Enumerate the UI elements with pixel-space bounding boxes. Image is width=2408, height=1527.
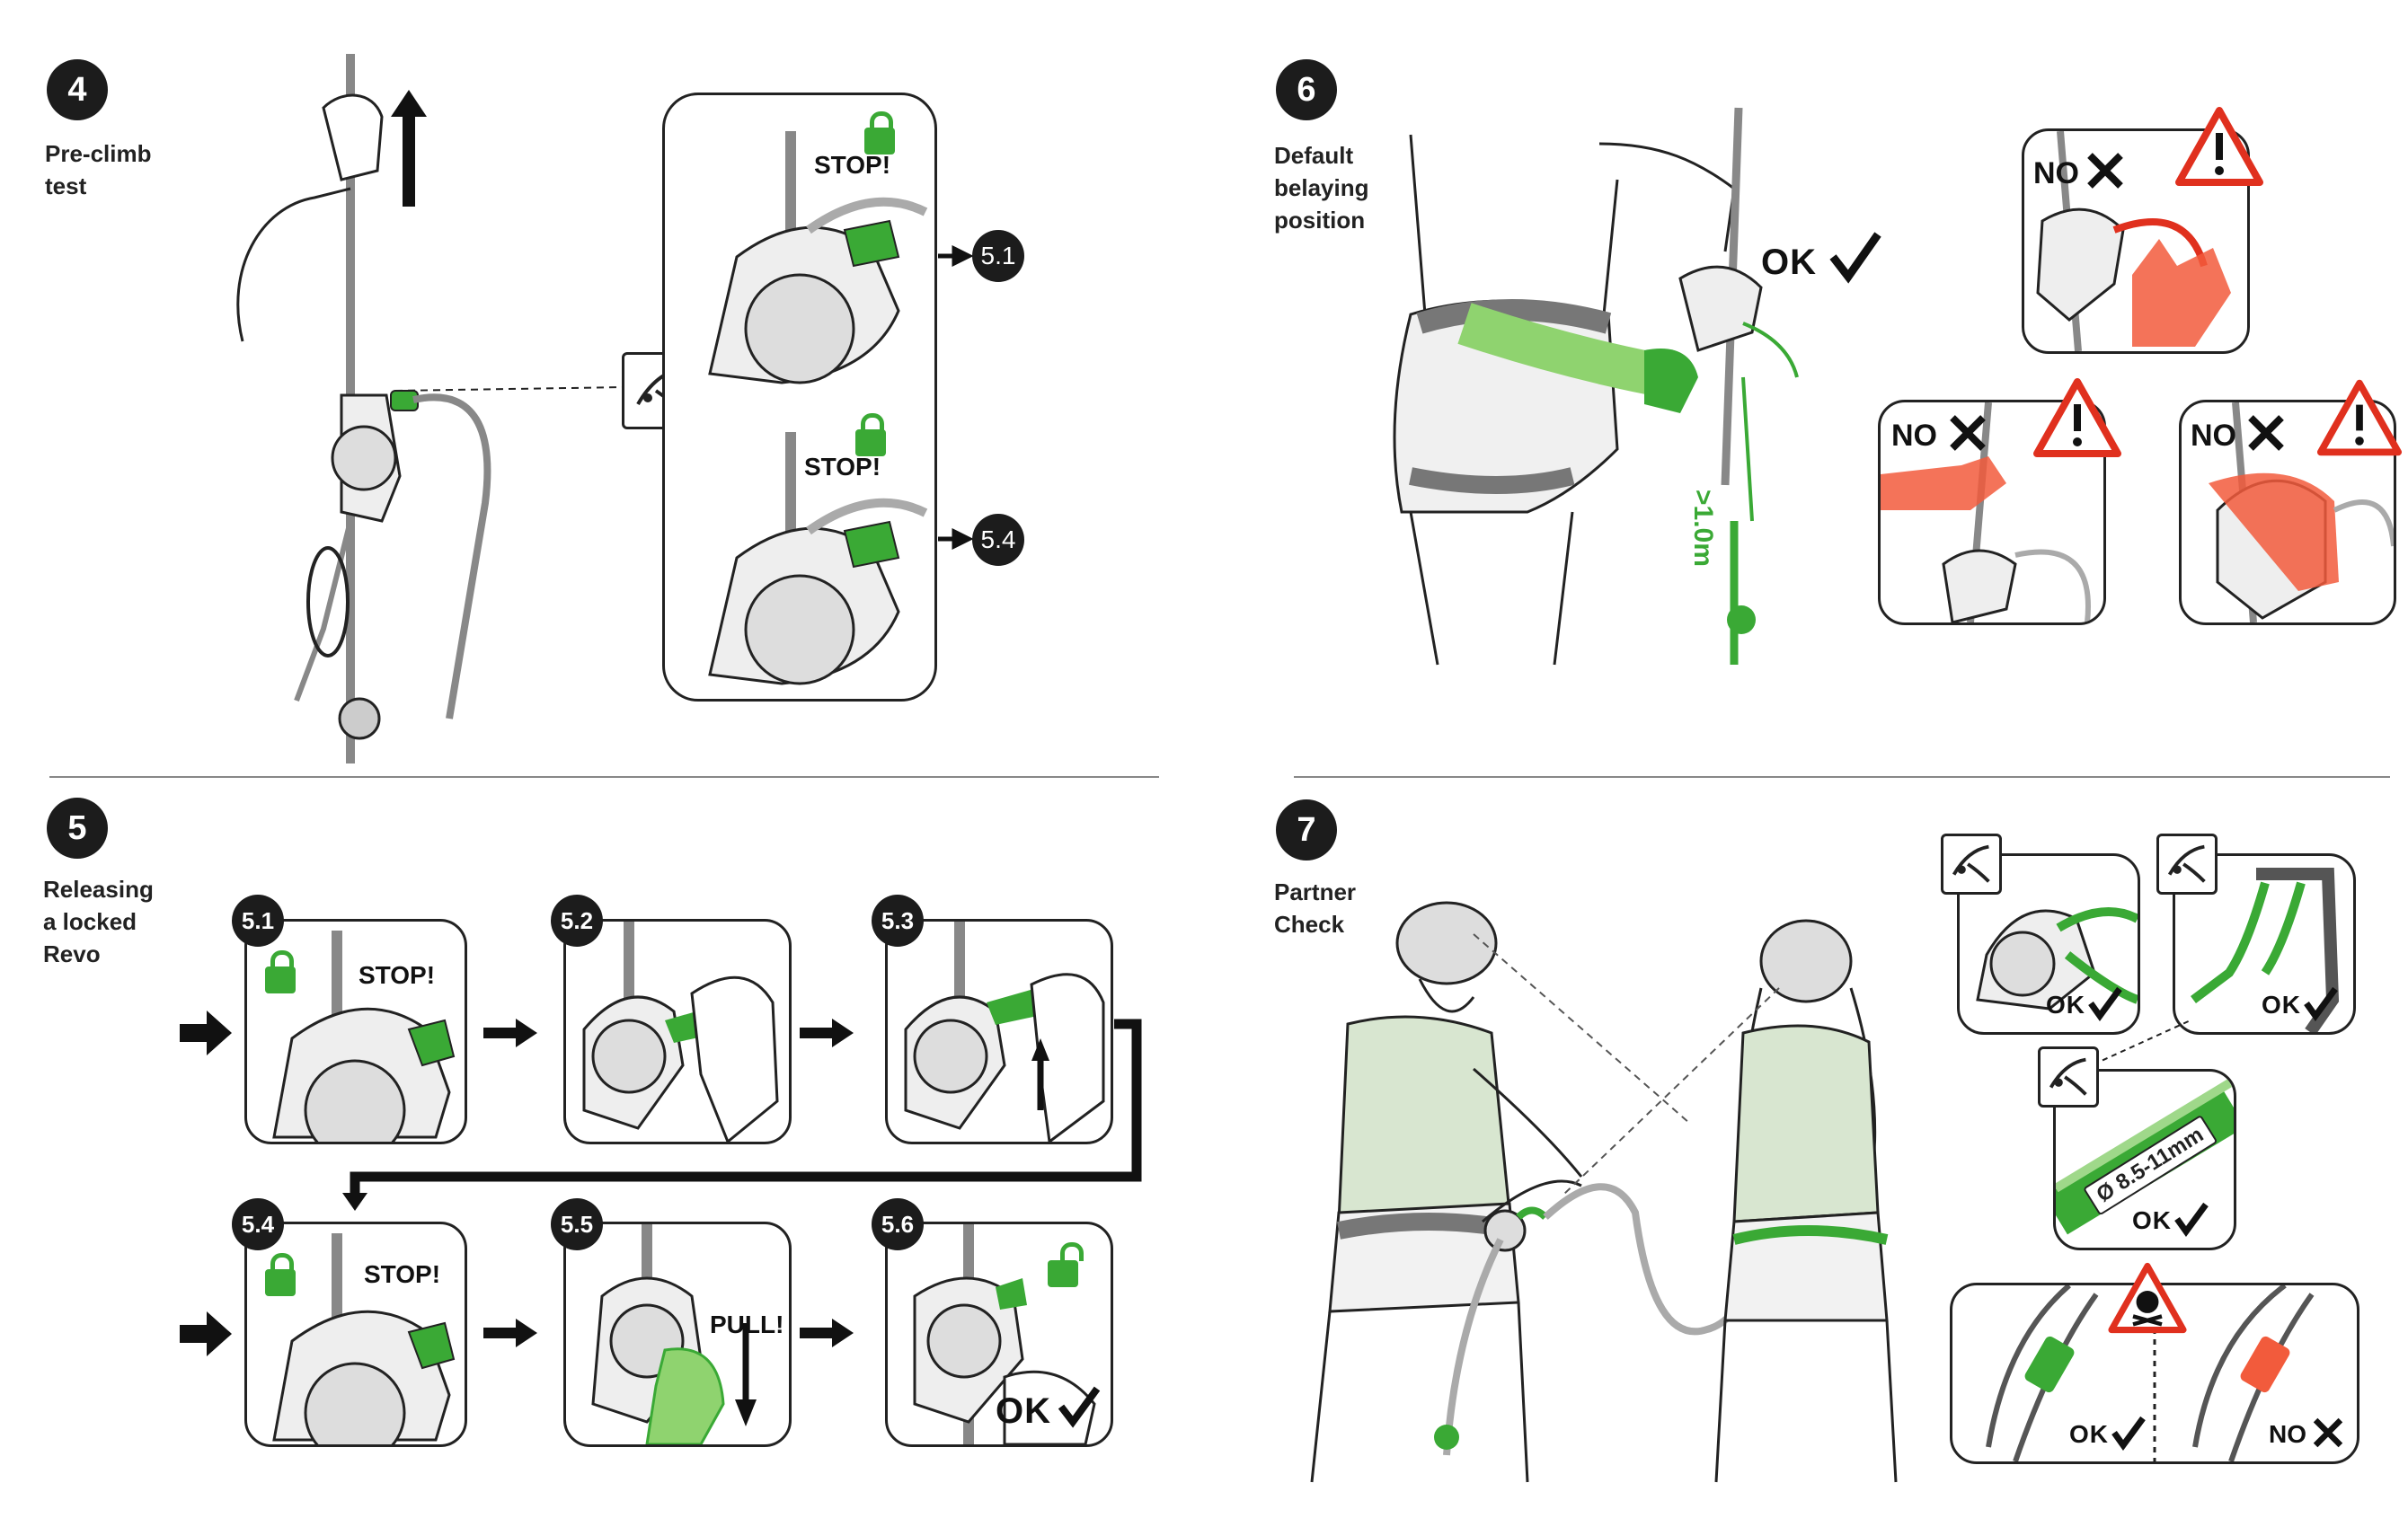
warning-triangle-icon xyxy=(2033,378,2121,457)
arrow-right-icon xyxy=(483,1319,537,1347)
device-locked-top xyxy=(708,131,928,384)
ok-text: OK xyxy=(2262,991,2301,1019)
carabiner-check-illustration xyxy=(1986,1285,2315,1461)
panel-5-6: OK xyxy=(885,1222,1113,1447)
device-pull-illustration xyxy=(591,1224,757,1444)
ok-text: OK xyxy=(2046,991,2085,1019)
arrow-right-icon xyxy=(180,1011,232,1055)
checkmark-icon xyxy=(2088,986,2122,1021)
harness-check-illustration xyxy=(2191,868,2340,1032)
device-illustration xyxy=(272,931,456,1142)
no-label: NO xyxy=(2269,1420,2306,1448)
eye-check-icon xyxy=(2156,834,2218,895)
eye-check-icon xyxy=(2038,1046,2099,1108)
ok-label: OK xyxy=(2262,986,2338,1021)
step-number-7: 7 xyxy=(1276,799,1337,861)
partner-check-illustration xyxy=(1310,901,1898,1483)
pull-label: PULL! xyxy=(710,1311,784,1338)
check-panel-device: OK xyxy=(1957,853,2140,1035)
step-5-title: Releasing a locked Revo xyxy=(43,876,154,967)
step-7-title: Partner Check xyxy=(1274,878,1357,938)
device-locked-bottom xyxy=(708,432,928,685)
bad-grip-illustration xyxy=(1881,402,2091,622)
arrow-right-icon xyxy=(800,1019,854,1047)
stop-label: STOP! xyxy=(359,961,436,989)
padlock-icon xyxy=(864,111,895,154)
check-dashed-line xyxy=(2093,1019,2193,1065)
step-6-title: Default belaying position xyxy=(1274,142,1369,234)
cross-icon xyxy=(2313,1417,2343,1448)
padlock-icon xyxy=(855,413,886,456)
badge-5-4: 5.4 xyxy=(232,1198,284,1250)
ref-5-1: 5.1 xyxy=(972,230,1024,282)
panel-5-2 xyxy=(563,919,792,1144)
no-label: NO xyxy=(2033,156,2079,190)
ok-label: OK xyxy=(2132,1202,2209,1237)
stop-label-2: STOP! xyxy=(804,453,881,481)
distance-label: >1.0m xyxy=(1688,490,1718,567)
bad-hand-on-device-illustration xyxy=(2209,402,2394,622)
ok-label: OK xyxy=(2046,986,2122,1021)
padlock-icon xyxy=(265,1253,296,1296)
device-hand-illustration xyxy=(582,922,779,1142)
eye-check-icon xyxy=(1941,834,2002,895)
cross-icon xyxy=(2248,415,2284,451)
divider-right xyxy=(1294,776,2390,778)
step-number-4: 4 xyxy=(47,59,108,120)
checkmark-icon xyxy=(1829,232,1881,284)
padlock-icon xyxy=(265,950,296,993)
ok-text: OK xyxy=(2069,1420,2109,1448)
arrow-right-icon xyxy=(483,1019,537,1047)
ok-label: OK xyxy=(1761,232,1881,284)
warning-triangle-icon xyxy=(2316,379,2403,456)
checkmark-icon xyxy=(2174,1202,2209,1237)
badge-5-6: 5.6 xyxy=(872,1198,924,1250)
step-number-6: 6 xyxy=(1276,59,1337,120)
skull-warning-icon xyxy=(2108,1262,2187,1334)
checkmark-icon xyxy=(2304,986,2338,1021)
device-hand-illustration xyxy=(904,922,1105,1142)
ok-text: OK xyxy=(1761,243,1817,282)
checkmark-icon xyxy=(2111,1416,2146,1451)
no-label: NO xyxy=(1891,419,1937,453)
panel-5-3 xyxy=(885,919,1113,1144)
divider-left xyxy=(49,776,1159,778)
flow-connector-arrow xyxy=(342,1019,1142,1211)
arrow-right-icon xyxy=(180,1311,232,1356)
stop-label-1: STOP! xyxy=(814,151,891,179)
bad-hand-illustration xyxy=(2036,131,2231,351)
panel-5-5: PULL! xyxy=(563,1222,792,1447)
no-label: NO xyxy=(2191,419,2236,453)
badge-5-2: 5.2 xyxy=(551,895,603,947)
ok-text: OK xyxy=(996,1391,1051,1431)
arrow-right-icon xyxy=(800,1319,854,1347)
arrow-right-icon xyxy=(938,527,974,551)
checkmark-icon xyxy=(1058,1386,1101,1428)
warning-triangle-icon xyxy=(2175,107,2263,186)
cross-icon xyxy=(1950,415,1986,451)
step-number-5: 5 xyxy=(47,798,108,859)
badge-5-5: 5.5 xyxy=(551,1198,603,1250)
stop-label: STOP! xyxy=(364,1260,441,1288)
step-4-detail-panel: STOP! STOP! xyxy=(662,93,937,702)
ok-label: OK xyxy=(996,1386,1101,1432)
step-4-title: Pre-climb test xyxy=(45,140,152,199)
badge-5-1: 5.1 xyxy=(232,895,284,947)
device-unlocked-illustration xyxy=(913,1224,1096,1444)
arrow-right-icon xyxy=(938,244,974,268)
ok-text: OK xyxy=(2132,1206,2172,1234)
badge-5-3: 5.3 xyxy=(872,895,924,947)
pre-climb-illustration xyxy=(236,54,491,764)
panel-5-1: STOP! xyxy=(244,919,467,1144)
padlock-open-icon xyxy=(1048,1242,1084,1287)
panel-5-4: STOP! xyxy=(244,1222,467,1447)
device-check-illustration xyxy=(1976,907,2138,1011)
ref-5-4: 5.4 xyxy=(972,514,1024,566)
cross-icon xyxy=(2087,153,2123,189)
device-illustration xyxy=(272,1233,456,1444)
ok-label: OK xyxy=(2069,1416,2146,1451)
belayer-illustration xyxy=(1393,107,1799,666)
